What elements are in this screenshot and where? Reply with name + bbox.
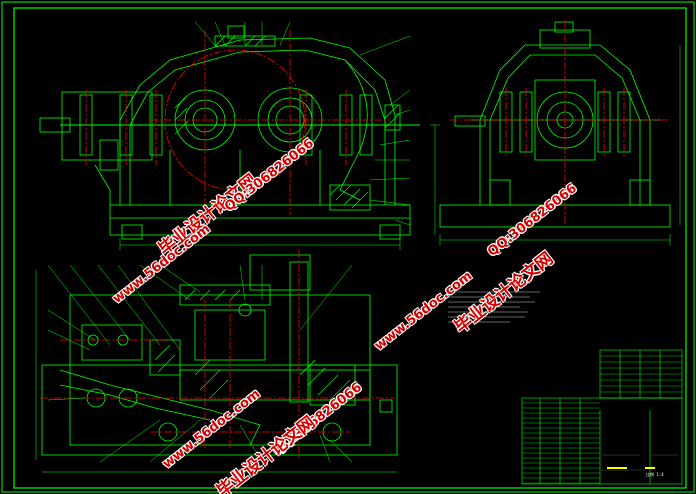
front-view-leaders [194, 21, 411, 226]
front-view-centerlines [85, 30, 390, 215]
side-view-centerlines [450, 20, 670, 225]
front-view-dimensions [119, 124, 440, 250]
section-view-hatch [154, 289, 351, 401]
section-view-centerlines [40, 250, 395, 460]
front-view-hatch [174, 35, 401, 209]
title-block-highlights [607, 467, 655, 469]
section-view-dimensions [35, 270, 397, 473]
title-block [521, 349, 683, 485]
title-block-scale: 比例 1:4 [646, 472, 664, 477]
section-view [41, 254, 398, 456]
technical-notes [448, 291, 540, 323]
title-block-text-hints [602, 454, 678, 471]
side-view-dimensions [439, 45, 681, 246]
inner-frame [13, 7, 687, 489]
title-block-rows [522, 355, 682, 484]
section-view-leaders [47, 264, 353, 463]
